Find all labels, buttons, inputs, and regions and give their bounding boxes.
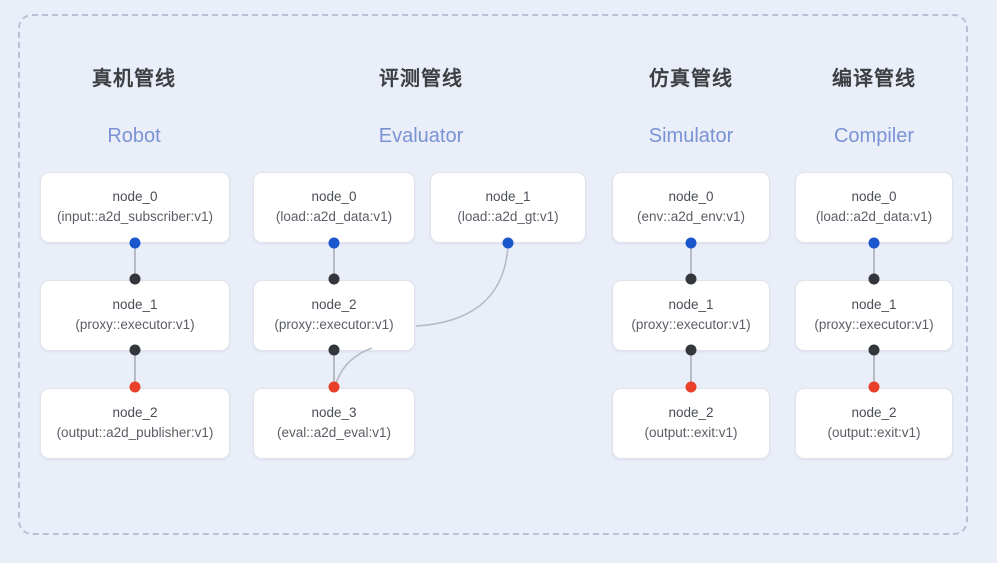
edge-simulator-0-1 [690, 243, 692, 279]
node-type: (proxy::executor:v1) [631, 317, 751, 332]
port-output-simulator-1[interactable] [685, 344, 697, 356]
column-title-en-compiler: Compiler [833, 125, 915, 147]
node-type: (output::exit:v1) [644, 425, 738, 440]
node-type: (load::a2d_gt:v1) [457, 209, 559, 224]
node-compiler-1[interactable]: node_1 (proxy::executor:v1) [795, 280, 953, 351]
edge-compiler-0-1 [873, 243, 875, 279]
node-name: node_2 [311, 297, 357, 313]
node-type: (eval::a2d_eval:v1) [276, 425, 392, 440]
port-output-simulator-0[interactable] [685, 237, 697, 249]
edge-robot-0-1 [134, 243, 136, 279]
node-evaluator-0[interactable]: node_0 (load::a2d_data:v1) [253, 172, 415, 243]
port-input-compiler-2[interactable] [868, 381, 880, 393]
port-input-simulator-2[interactable] [685, 381, 697, 393]
port-input-simulator-1[interactable] [685, 273, 697, 285]
node-evaluator-1[interactable]: node_1 (load::a2d_gt:v1) [430, 172, 586, 243]
port-input-robot-1[interactable] [129, 273, 141, 285]
node-type: (load::a2d_data:v1) [275, 209, 393, 224]
node-simulator-0[interactable]: node_0 (env::a2d_env:v1) [612, 172, 770, 243]
node-robot-0[interactable]: node_0 (input::a2d_subscriber:v1) [40, 172, 230, 243]
column-title-en-robot: Robot [107, 125, 161, 147]
node-name: node_1 [668, 297, 714, 313]
edge-compiler-1-2 [873, 350, 875, 387]
node-name: node_1 [485, 189, 531, 205]
node-type: (output::a2d_publisher:v1) [56, 425, 214, 440]
port-input-evaluator-2[interactable] [328, 273, 340, 285]
node-evaluator-2[interactable]: node_2 (proxy::executor:v1) [253, 280, 415, 351]
node-robot-1[interactable]: node_1 (proxy::executor:v1) [40, 280, 230, 351]
node-name: node_2 [668, 405, 714, 421]
node-simulator-2[interactable]: node_2 (output::exit:v1) [612, 388, 770, 459]
node-type: (proxy::executor:v1) [75, 317, 195, 332]
node-type: (input::a2d_subscriber:v1) [56, 209, 214, 224]
node-compiler-0[interactable]: node_0 (load::a2d_data:v1) [795, 172, 953, 243]
node-type: (output::exit:v1) [827, 425, 921, 440]
column-title-cn-evaluator: 评测管线 [379, 68, 463, 90]
node-name: node_0 [311, 189, 357, 205]
node-name: node_3 [311, 405, 357, 421]
node-name: node_1 [112, 297, 158, 313]
column-title-cn-compiler: 编译管线 [832, 68, 916, 90]
edge-robot-1-2 [134, 350, 136, 387]
port-input-compiler-1[interactable] [868, 273, 880, 285]
port-output-robot-0[interactable] [129, 237, 141, 249]
column-title-en-simulator: Simulator [648, 125, 734, 147]
node-name: node_1 [851, 297, 897, 313]
diagram-dashed-frame [18, 14, 968, 535]
node-type: (env::a2d_env:v1) [636, 209, 746, 224]
node-name: node_0 [668, 189, 714, 205]
node-robot-2[interactable]: node_2 (output::a2d_publisher:v1) [40, 388, 230, 459]
node-type: (proxy::executor:v1) [814, 317, 934, 332]
port-output-evaluator-1[interactable] [502, 237, 514, 249]
node-simulator-1[interactable]: node_1 (proxy::executor:v1) [612, 280, 770, 351]
node-type: (load::a2d_data:v1) [815, 209, 933, 224]
port-output-evaluator-0[interactable] [328, 237, 340, 249]
edge-simulator-1-2 [690, 350, 692, 387]
column-title-en-evaluator: Evaluator [378, 125, 464, 147]
node-name: node_0 [112, 189, 158, 205]
port-output-compiler-0[interactable] [868, 237, 880, 249]
edge-evaluator-2-3 [333, 350, 335, 387]
node-evaluator-3[interactable]: node_3 (eval::a2d_eval:v1) [253, 388, 415, 459]
node-name: node_2 [851, 405, 897, 421]
edge-evaluator-0-2 [333, 243, 335, 279]
node-name: node_0 [851, 189, 897, 205]
port-input-evaluator-3[interactable] [328, 381, 340, 393]
port-output-robot-1[interactable] [129, 344, 141, 356]
column-title-cn-robot: 真机管线 [92, 68, 176, 90]
port-output-evaluator-2[interactable] [328, 344, 340, 356]
node-name: node_2 [112, 405, 158, 421]
node-compiler-2[interactable]: node_2 (output::exit:v1) [795, 388, 953, 459]
node-type: (proxy::executor:v1) [274, 317, 394, 332]
port-output-compiler-1[interactable] [868, 344, 880, 356]
column-title-cn-simulator: 仿真管线 [649, 68, 733, 90]
port-input-robot-2[interactable] [129, 381, 141, 393]
